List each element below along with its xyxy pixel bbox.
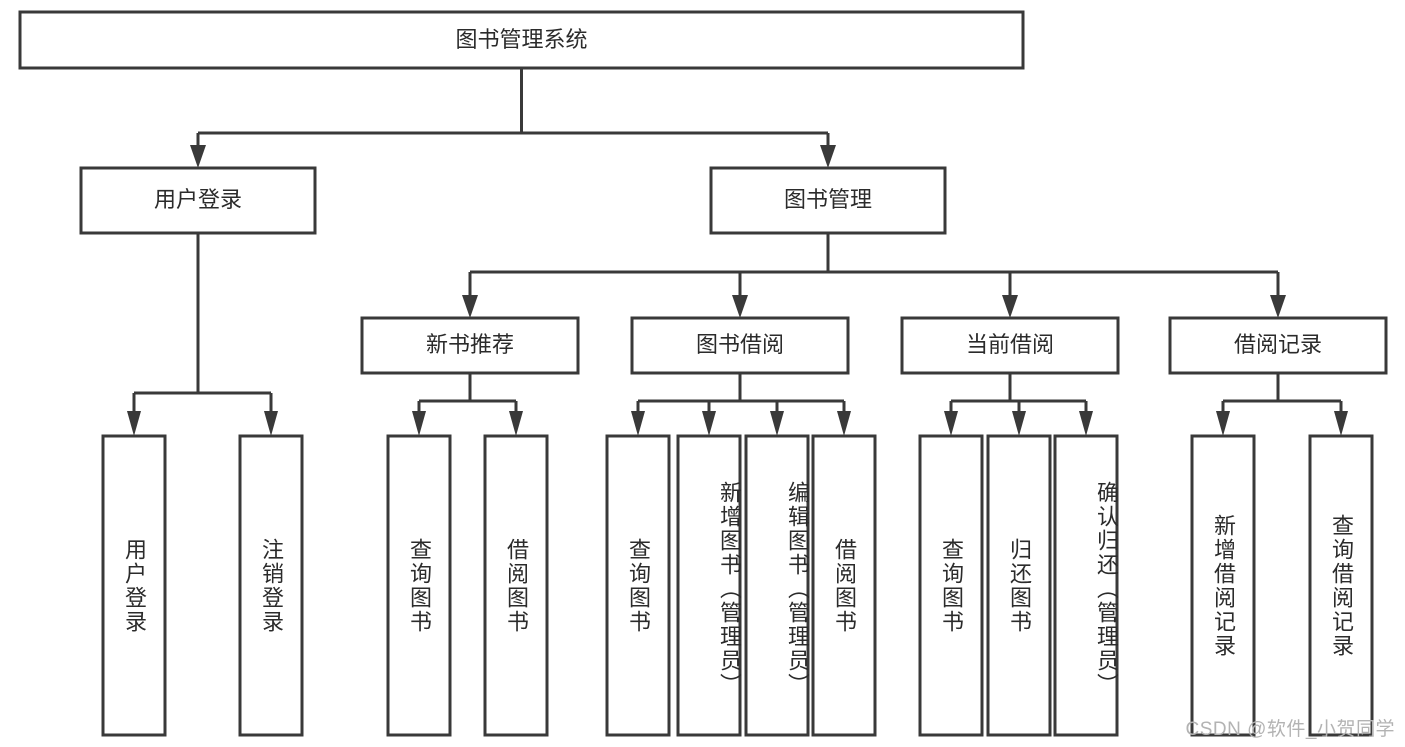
- node-borrow-records[interactable]: 借阅记录: [1168, 316, 1388, 375]
- arrow-user-login: [190, 145, 206, 168]
- connector-group-userlogin-to-leaves: [127, 233, 278, 436]
- arrow-leaf-confirm-return-admin: [1079, 411, 1093, 436]
- connector-group-newbook-to-leaves: [412, 373, 523, 436]
- arrow-leaf-query-book-current: [944, 411, 958, 436]
- node-current-borrow-label: 当前借阅: [966, 332, 1054, 357]
- arrow-leaf-query-book-rec: [412, 411, 426, 436]
- connector-group-bookborrow-to-leaves: [631, 373, 851, 436]
- arrow-current-borrow: [1002, 295, 1018, 318]
- arrow-new-book-recommend: [462, 295, 478, 318]
- node-user-login[interactable]: 用户登录: [79, 166, 317, 235]
- arrow-leaf-edit-book-admin: [770, 411, 784, 436]
- node-book-borrow[interactable]: 图书借阅: [630, 316, 850, 375]
- arrow-leaf-query-borrow-record: [1334, 411, 1348, 436]
- leaf-box-return-book[interactable]: [986, 434, 1052, 737]
- arrow-leaf-borrow-book: [837, 411, 851, 436]
- node-current-borrow[interactable]: 当前借阅: [900, 316, 1120, 375]
- arrow-leaf-borrow-book-rec: [509, 411, 523, 436]
- arrow-leaf-add-borrow-record: [1216, 411, 1230, 436]
- node-book-management[interactable]: 图书管理: [709, 166, 947, 235]
- node-borrow-records-box[interactable]: [1168, 316, 1388, 375]
- leaf-box-add-borrow-record[interactable]: [1190, 434, 1256, 737]
- node-book-borrow-box[interactable]: [630, 316, 850, 375]
- csdn-watermark: CSDN @软件_小贺同学: [1185, 719, 1395, 740]
- node-book-borrow-label: 图书借阅: [696, 332, 784, 357]
- arrow-borrow-records: [1270, 295, 1286, 318]
- arrow-leaf-add-book-admin: [702, 411, 716, 436]
- leaf-box-query-borrow-record[interactable]: [1308, 434, 1374, 737]
- leaf-box-borrow-book-rec[interactable]: [483, 434, 549, 737]
- leaf-box-user-login[interactable]: [101, 434, 167, 737]
- arrow-leaf-return-book: [1012, 411, 1026, 436]
- leaf-box-edit-book-admin[interactable]: [744, 434, 810, 737]
- leaf-box-logout-login[interactable]: [238, 434, 304, 737]
- node-user-login-label: 用户登录: [154, 187, 242, 212]
- node-book-management-label: 图书管理: [784, 187, 872, 212]
- node-root[interactable]: 图书管理系统: [18, 10, 1025, 70]
- node-root-label: 图书管理系统: [455, 27, 587, 52]
- arrow-book-management: [820, 145, 836, 168]
- connector-group-root-to-level2: [190, 68, 836, 168]
- arrow-leaf-query-book-borrow: [631, 411, 645, 436]
- connector-group-currentborrow-to-leaves: [944, 373, 1093, 436]
- leaf-boxes: [101, 434, 1374, 737]
- node-new-book-recommend-box[interactable]: [360, 316, 580, 375]
- node-root-box[interactable]: [18, 10, 1025, 70]
- leaf-box-add-book-admin[interactable]: [676, 434, 742, 737]
- leaf-box-query-book-rec[interactable]: [386, 434, 452, 737]
- leaf-box-confirm-return-admin[interactable]: [1053, 434, 1119, 737]
- node-new-book-recommend-label: 新书推荐: [426, 332, 514, 357]
- arrow-book-borrow: [732, 295, 748, 318]
- connector-group-bookmgmt-to-level3: [462, 233, 1286, 318]
- arrow-leaf-logout-login: [264, 411, 278, 436]
- leaf-box-query-book-current[interactable]: [918, 434, 984, 737]
- node-new-book-recommend[interactable]: 新书推荐: [360, 316, 580, 375]
- node-current-borrow-box[interactable]: [900, 316, 1120, 375]
- node-borrow-records-label: 借阅记录: [1234, 332, 1322, 357]
- arrow-leaf-user-login: [127, 411, 141, 436]
- node-book-management-box[interactable]: [709, 166, 947, 235]
- leaf-box-query-book-borrow[interactable]: [605, 434, 671, 737]
- node-user-login-box[interactable]: [79, 166, 317, 235]
- leaf-box-borrow-book[interactable]: [811, 434, 877, 737]
- connector-group-borrowrecords-to-leaves: [1216, 373, 1348, 436]
